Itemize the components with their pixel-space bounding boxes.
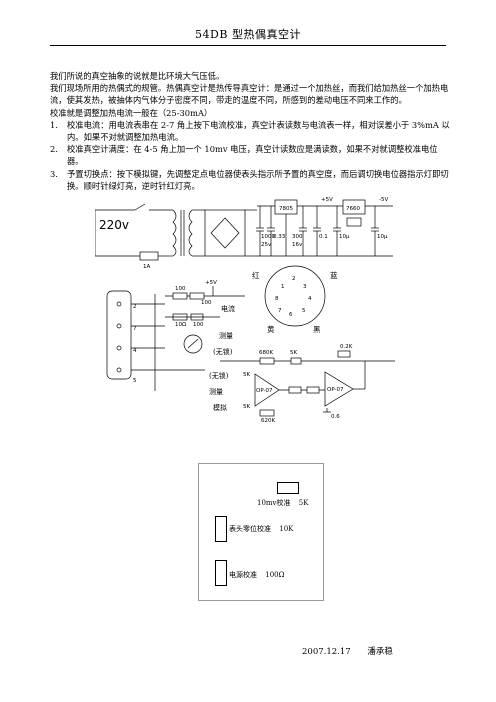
paragraph-principle: 我们现场所用的热偶式的规管。热偶真空计是热传导真空计：是通过一个加热丝，而我们给… <box>50 83 449 106</box>
footer-author: 潘承稳 <box>367 647 393 657</box>
cap-01-label: 0.1 <box>319 234 328 240</box>
minus5v-label: -5V <box>379 197 388 203</box>
tube-pin-label: 3 <box>303 284 307 290</box>
res-10-label: 10Ω <box>175 322 186 328</box>
socket-pin-label: 2 <box>133 304 137 310</box>
reg-7660-label: 7660 <box>346 206 360 212</box>
res-620k-label: 620K <box>261 418 275 424</box>
step-text: 予置切换点：按下模拟键，先调整定点电位器使表头指示所予置的真空度，而后调切换电位… <box>67 168 449 191</box>
opamp-2-label: OP-07 <box>327 387 344 393</box>
cap-06-label: 0.6 <box>331 414 340 420</box>
step-text: 校准电流：用电流表串在 2-7 角上按下电流校准，真空计表读数与电流表一样，相对… <box>67 119 450 143</box>
switch-none1-label: (无锁) <box>213 347 233 356</box>
tube-pin-label: 2 <box>292 276 296 282</box>
footer-date: 2007.12.17 <box>302 647 351 657</box>
cap-10b-label: 10μ <box>377 234 388 240</box>
cap-300-label: 300 <box>292 234 303 240</box>
document-footer: 2007.12.17 潘承稳 <box>302 645 393 657</box>
res-100a-label: 100 <box>175 286 186 292</box>
socket-pin-label: 5 <box>133 378 137 384</box>
panel-item-10mv: 10mv校准 5K <box>257 498 308 508</box>
cap-1000-label: 1000 <box>261 234 275 240</box>
tube-pin-label: 4 <box>308 296 312 302</box>
res-5k-b-label: 5K <box>243 372 250 378</box>
trimmer-zero[interactable] <box>215 516 227 542</box>
mains-label: 220v <box>99 218 129 232</box>
cap-033-label: 0.33 <box>273 234 286 240</box>
tube-blue-label: 蓝 <box>330 270 338 280</box>
circuit-schematic: 220v 1A 7805 1000 25v 0.33 <box>94 196 415 456</box>
paragraph-intro: 我们所说的真空抽象的说就是比环境大气压低。 <box>50 71 225 81</box>
document-body: 我们所说的真空抽象的说就是比环境大气压低。 我们现场所用的热偶式的规管。热偶真空… <box>50 70 450 192</box>
switch-current-label: 电流 <box>221 304 235 313</box>
trimmer-power[interactable] <box>215 560 227 586</box>
step-item: 1. 校准电流：用电流表串在 2-7 角上按下电流校准，真空计表读数与电流表一样… <box>50 119 450 143</box>
socket-pin-label: 4 <box>133 348 137 354</box>
plus5v-label: +5V <box>321 197 333 203</box>
panel-item-zero: 表头零位校准 10K <box>229 524 293 534</box>
panel-label: 10mv校准 <box>257 499 291 507</box>
panel-value: 100Ω <box>265 571 285 579</box>
cap-300-voltage: 16v <box>292 242 303 248</box>
res-680k-label: 680K <box>259 350 273 356</box>
step-number: 2. <box>50 144 58 155</box>
panel-item-power: 电源校准 100Ω <box>229 570 284 580</box>
panel-label: 表头零位校准 <box>229 525 271 533</box>
res-5k-a-label: 5K <box>290 350 297 356</box>
opamp-1-label: OP-07 <box>256 388 273 394</box>
tube-pin-label: 1 <box>281 284 285 290</box>
res-02k-label: 0.2K <box>340 344 353 350</box>
plus5v-label: +5V <box>205 280 217 286</box>
tube-pin-label: 5 <box>302 308 306 314</box>
res-100c-label: 100 <box>193 322 204 328</box>
step-item: 3. 予置切换点：按下模拟键，先调整定点电位器使表头指示所予置的真空度，而后调切… <box>50 168 450 192</box>
panel-value: 5K <box>298 499 309 507</box>
cap-10a-label: 10μ <box>339 234 350 240</box>
switch-measure1-label: 测量 <box>219 332 233 340</box>
fuse-label: 1A <box>143 264 150 270</box>
res-100b-label: 100 <box>201 300 212 306</box>
tube-pin-label: 8 <box>275 296 279 302</box>
step-item: 2. 校准真空计满度：在 4-5 角上加一个 10mv 电压，真空计读数应是满读… <box>50 143 450 167</box>
step-number: 1. <box>50 119 58 130</box>
page-title: 54DB 型热偶真空计 <box>195 28 301 41</box>
tube-yellow-label: 黄 <box>267 324 275 334</box>
tube-pin-label: 6 <box>289 312 293 318</box>
tube-red-label: 红 <box>252 270 260 280</box>
panel-value: 10K <box>279 525 294 533</box>
calibration-panel: 10mv校准 5K 表头零位校准 10K 电源校准 100Ω <box>198 463 324 601</box>
header-rule <box>50 45 446 46</box>
socket-pin-label: 7 <box>133 326 137 332</box>
reg-7805-label: 7805 <box>279 206 293 212</box>
calibration-steps: 1. 校准电流：用电流表串在 2-7 角上按下电流校准，真空计表读数与电流表一样… <box>50 119 450 192</box>
tube-black-label: 黑 <box>313 325 321 334</box>
switch-measure2-label: 测量 <box>209 388 223 396</box>
switch-sim-label: 模拟 <box>213 403 227 412</box>
panel-label: 电源校准 <box>229 571 257 579</box>
step-number: 3. <box>50 168 58 179</box>
cap-1000-voltage: 25v <box>261 242 272 248</box>
step-text: 校准真空计满度：在 4-5 角上加一个 10mv 电压，真空计读数应是满读数，如… <box>67 144 438 167</box>
trimmer-10mv[interactable] <box>277 482 299 494</box>
switch-none2-label: (无锁) <box>209 371 229 380</box>
paragraph-calibration: 校准就是调整加热电流一般在（25-30mA） <box>50 107 213 118</box>
tube-pin-label: 7 <box>278 308 282 314</box>
res-5k-c-label: 5K <box>243 404 250 410</box>
